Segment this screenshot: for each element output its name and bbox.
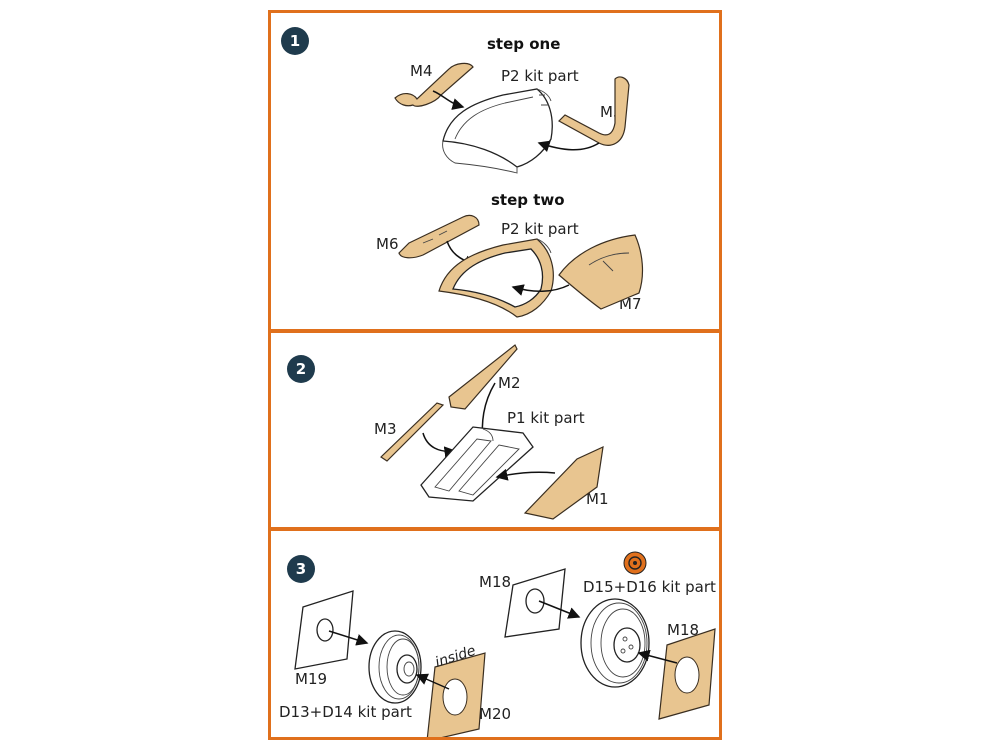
mask-m1-shape — [523, 445, 604, 520]
step-badge-1: 1 — [281, 27, 309, 55]
kit-part-p2-step-one — [442, 88, 553, 174]
arrow-m20 — [415, 673, 450, 690]
panel-step-2: 2 M2 P1 kit part M3 M1 — [268, 330, 722, 530]
panel-3-drawing: M19 inside M20 D13+D14 kit part — [279, 551, 716, 737]
mask-m4-shape — [394, 62, 474, 107]
arrow-m18-sheet — [538, 600, 581, 619]
mask-label-m19: M19 — [295, 670, 327, 688]
panel-1-drawing: step one P2 kit part M4 M5 step tw — [376, 35, 644, 318]
mask-m3-shape — [380, 402, 445, 462]
panel-step-3: 3 M19 — [268, 528, 722, 740]
arrow-m3 — [422, 432, 457, 459]
mask-label-m6: M6 — [376, 235, 399, 253]
mask-m18-sheet-shape — [504, 568, 566, 638]
mask-label-m20: M20 — [479, 705, 511, 723]
kit-part-p2-step-two — [438, 238, 554, 318]
mask-m6-shape — [398, 214, 480, 259]
step-one-heading: step one — [487, 35, 560, 53]
mask-label-m1: M1 — [586, 490, 609, 508]
mask-m18-tan-shape — [658, 628, 716, 720]
wheel-d13-d14 — [368, 630, 422, 704]
mask-m7-shape — [558, 234, 644, 310]
glue-symbol-icon — [623, 551, 647, 575]
mask-m19-shape — [294, 590, 354, 670]
arrow-m18-tan — [637, 649, 678, 664]
step-two-heading: step two — [491, 191, 565, 209]
kit-part-d15-d16-label: D15+D16 kit part — [583, 578, 716, 596]
arrow-m1 — [495, 468, 556, 481]
mask-label-m4: M4 — [410, 62, 433, 80]
wheel-d15-d16 — [580, 598, 650, 688]
step-one-kit-part-label: P2 kit part — [501, 67, 579, 85]
mask-m2-shape — [448, 344, 518, 410]
step-two-kit-part-label: P2 kit part — [501, 220, 579, 238]
mask-label-m2: M2 — [498, 374, 521, 392]
mask-label-m3: M3 — [374, 420, 397, 438]
mask-label-m18-bottom: M18 — [667, 621, 699, 639]
mask-m20-shape — [426, 652, 486, 737]
arrow-m5 — [537, 140, 600, 153]
arrow-m4 — [432, 90, 465, 110]
kit-part-d13-d14-label: D13+D14 kit part — [279, 703, 412, 721]
mask-m5-shape — [558, 76, 630, 146]
arrow-m7 — [511, 284, 570, 296]
arrow-m19 — [328, 630, 369, 646]
panel-2-drawing: M2 P1 kit part M3 M1 — [374, 344, 609, 520]
mask-label-m18-top: M18 — [479, 573, 511, 591]
kit-part-p1 — [420, 426, 534, 502]
step-badge-2: 2 — [287, 355, 315, 383]
panel-step-1: 1 step one P2 kit part M4 M5 — [268, 10, 722, 332]
step-badge-3: 3 — [287, 555, 315, 583]
kit-part-p1-label: P1 kit part — [507, 409, 585, 427]
